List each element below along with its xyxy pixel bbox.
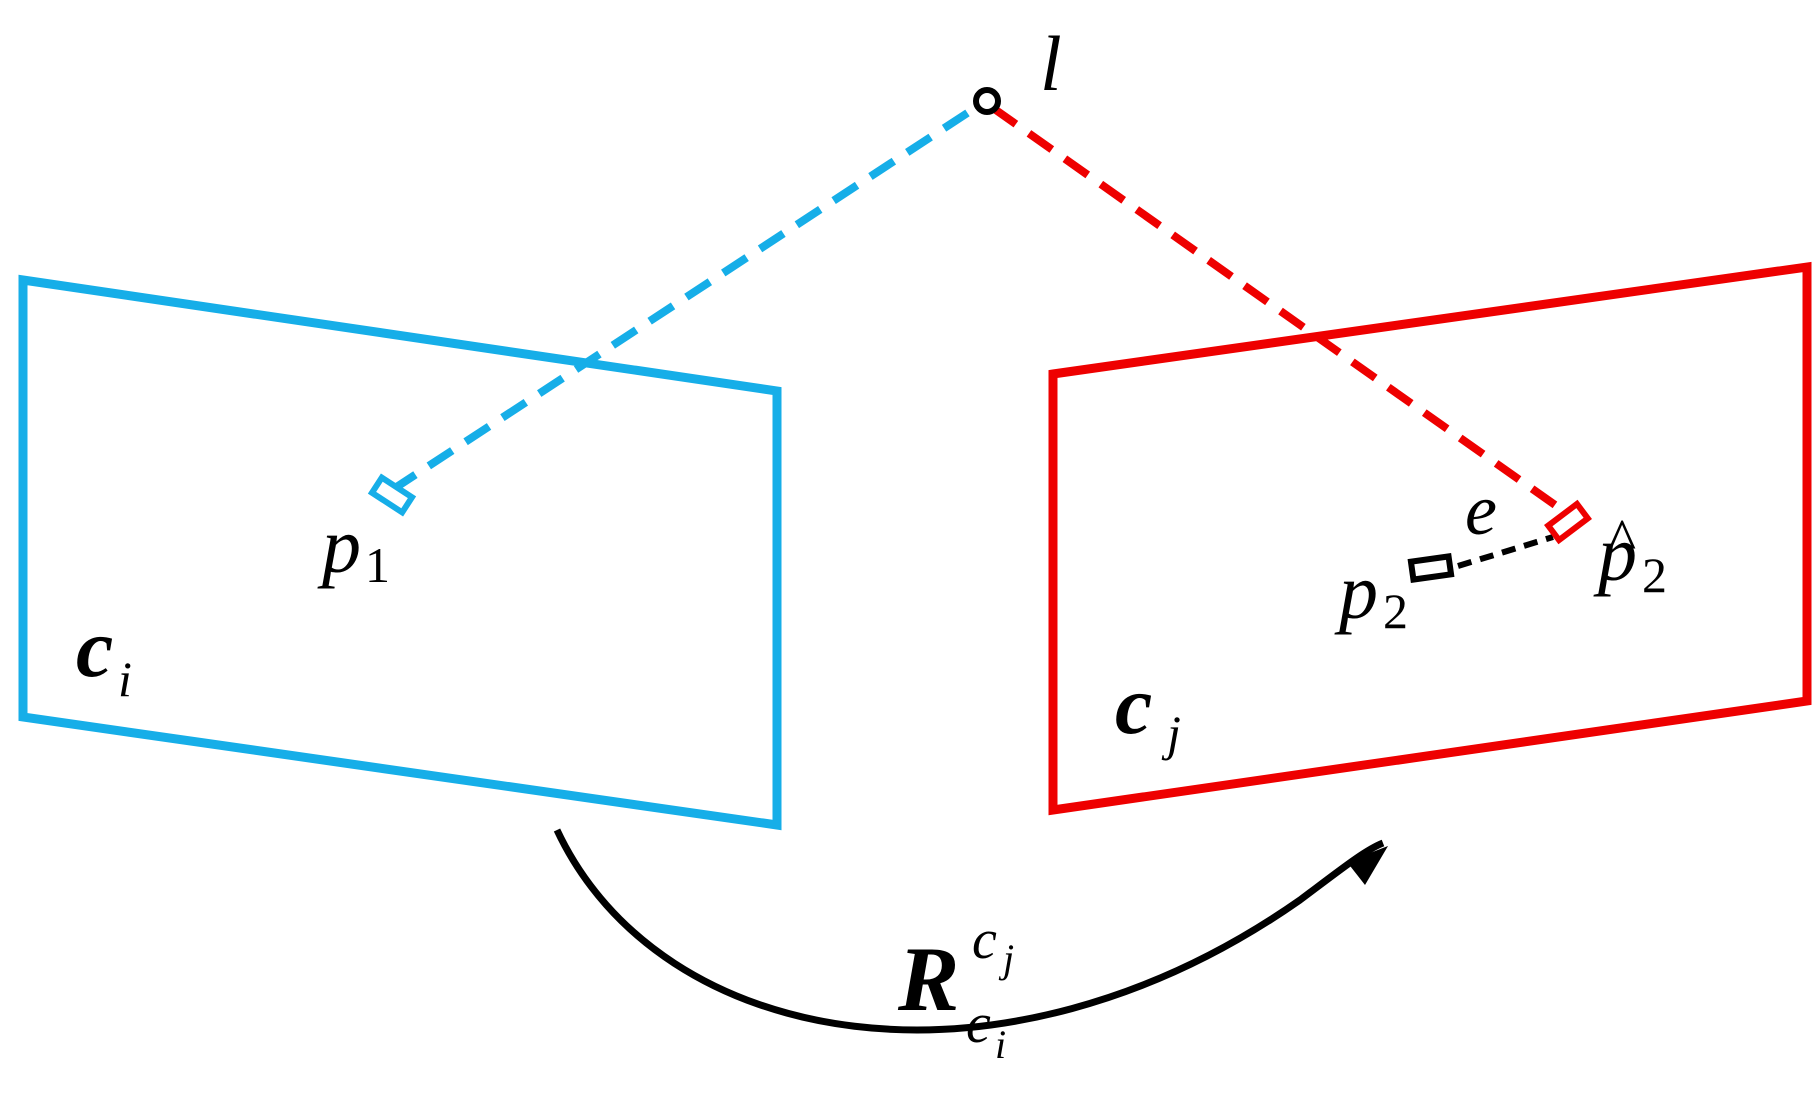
p1-label: p <box>317 502 361 589</box>
ray-camera-j <box>990 104 1568 516</box>
p1-marker <box>367 473 417 517</box>
ray-camera-i <box>389 104 978 494</box>
p2-projected-label: p <box>1593 510 1637 597</box>
p2-projected-marker <box>1544 499 1592 545</box>
p2-projected-subscript: 2 <box>1642 547 1667 603</box>
reprojection-error-line <box>1457 534 1554 569</box>
error-label: e <box>1465 470 1497 550</box>
rotation-arrowhead <box>1347 846 1388 885</box>
p2-projected-hat: ^ <box>1608 507 1636 573</box>
camera-i-image-plane <box>18 274 782 831</box>
p2-observed-subscript: 2 <box>1383 583 1408 639</box>
camera-i-subscript: i <box>118 651 132 707</box>
rotation-superscript-sub: j <box>998 936 1014 981</box>
landmark-point <box>973 87 1001 115</box>
rotation-symbol: R <box>897 928 959 1030</box>
rotation-arrow <box>553 828 1385 1034</box>
p2-observed-marker <box>1407 553 1455 583</box>
camera-j-subscript: j <box>1161 705 1181 761</box>
p2-observed-label: p <box>1334 548 1378 635</box>
rotation-subscript: c <box>966 993 991 1055</box>
rotation-subscript-sub: i <box>995 1022 1006 1067</box>
camera-j-image-plane <box>1048 261 1812 816</box>
p1-subscript: 1 <box>365 537 390 593</box>
landmark-label: l <box>1040 20 1062 107</box>
rotation-superscript: c <box>972 909 997 971</box>
camera-j-label: c <box>1115 659 1152 752</box>
camera-i-label: c <box>76 602 113 695</box>
